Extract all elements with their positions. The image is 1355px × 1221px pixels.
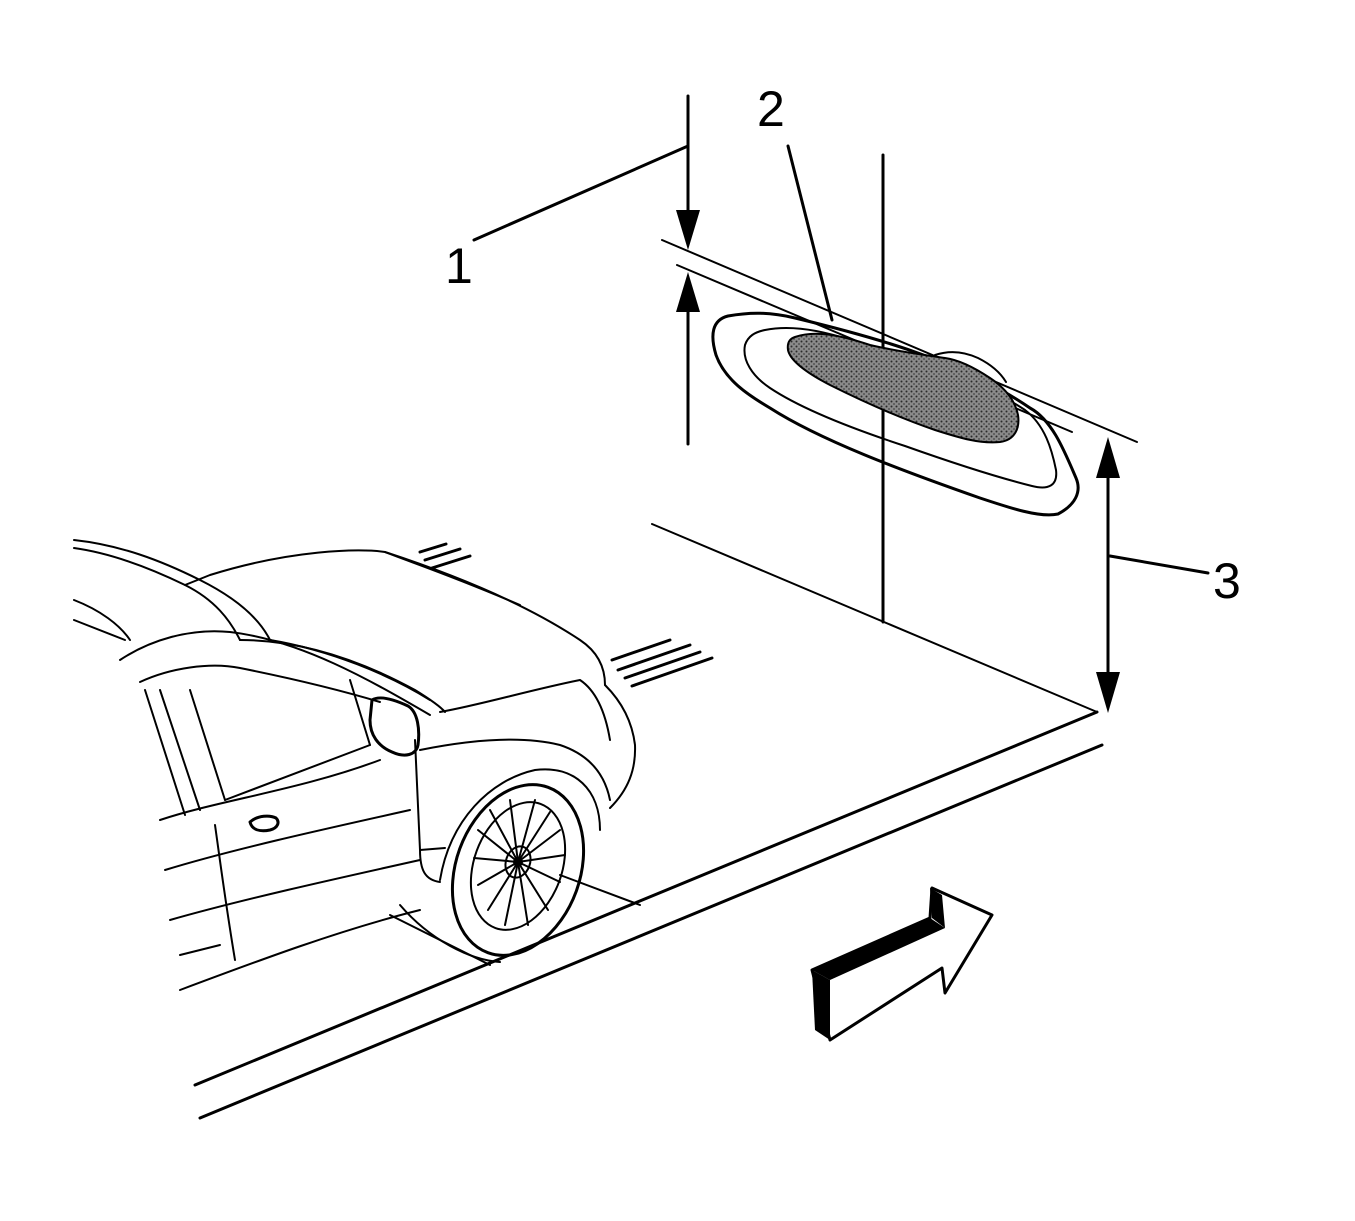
direction-arrow-icon [810,886,994,1042]
motion-lines [418,542,714,688]
callout-1: 1 [445,238,473,294]
callout-2: 2 [757,81,785,137]
wheel-spokes [473,799,566,926]
floor-lines [193,523,1104,1120]
vehicle-outline-icon [73,539,714,991]
leader-lines [472,144,1210,575]
beam-pattern [711,311,1080,517]
height-dimension-arrow [1096,437,1120,713]
dimension-arrow-icon [676,94,700,446]
callout-3: 3 [1213,553,1241,609]
